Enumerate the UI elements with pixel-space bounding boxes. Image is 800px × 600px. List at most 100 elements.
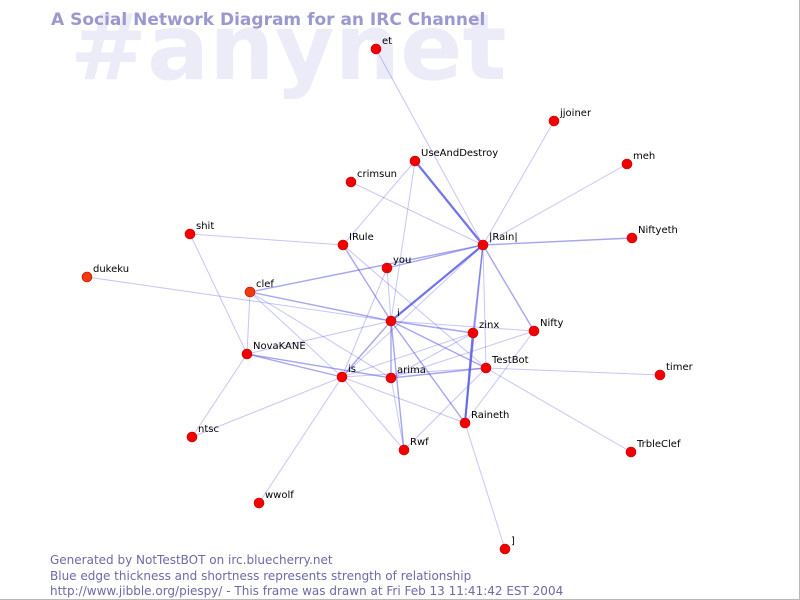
node-label: timer [666,362,694,373]
node-label: et [382,36,392,47]
node-dot [385,372,397,384]
node-label: wwolf [265,490,294,501]
node-meh: meh [621,151,655,170]
node-TrbleClef: TrbleClef [625,439,681,458]
node-TestBot: TestBot [480,355,529,374]
node-is: is [336,364,356,383]
edge-Nifty-arima [390,330,535,379]
node-dot [459,417,471,429]
node-label: meh [633,151,655,162]
edge-Raineth-bracket [464,422,506,550]
node-dot [336,371,348,383]
edge-shit-IRule [189,233,344,246]
edge-is-Rwf [341,376,405,451]
edge-NovaKANE-arima [246,353,392,379]
node-label: TestBot [491,355,529,366]
edge-i-is [341,320,392,378]
node-label: arima [397,365,426,376]
edge-shit-NovaKANE [189,233,248,355]
edge-UseAndDestroy-i [390,160,416,322]
node-label: NovaKANE [253,341,306,352]
node-label: Niftyeth [638,225,678,236]
edge-i-NovaKANE [246,320,392,355]
node-dot [467,327,479,339]
node-dot [548,115,560,127]
edge-TestBot-timer [485,367,661,376]
edge-clef-i [249,291,392,322]
footer-legend-note: Blue edge thickness and shortness repres… [50,569,472,583]
edge-meh-Rain [482,163,628,246]
node-dot [81,271,93,283]
node-dot [477,239,489,251]
edge-IRule-TestBot [342,244,487,369]
node-timer: timer [654,362,694,381]
node-label: crimsun [357,169,397,180]
edge-clef-NovaKANE [246,291,251,355]
edge-et-Rain [375,48,484,246]
edge-crimsun-Rain [350,181,484,246]
edge-TestBot-Rwf [403,367,487,451]
node-IRule: IRule [337,232,374,251]
node-arima: arima [385,365,426,384]
edge-i-zinx [390,320,474,334]
node-label: is [348,364,356,375]
node-dot [385,315,397,327]
node-you: you [381,255,411,274]
edge-zinx-arima [390,332,474,379]
node-zinx: zinx [467,320,499,339]
edge-layer [86,48,661,550]
edge-Niftyeth-Rain [482,237,633,246]
node-Rwf: Rwf [398,437,429,456]
edge-arima-Rwf [390,377,405,451]
node-Rain: |Rain| [477,232,518,251]
edge-Rain-Nifty [482,244,535,332]
edge-arima-TestBot [390,367,487,379]
node-dot [241,348,253,360]
edge-is-TestBot [341,367,487,378]
node-label: IRule [349,232,374,243]
node-dot [409,155,421,167]
diagram-title: A Social Network Diagram for an IRC Chan… [51,10,486,30]
edge-dukeku-i [86,276,392,322]
node-dot [337,239,349,251]
edge-zinx-Raineth [463,332,475,424]
node-label: Rwf [410,437,429,448]
node-Niftyeth: Niftyeth [626,225,678,244]
footer-url-timestamp: http://www.jibble.org/piespy/ - This fra… [50,584,564,598]
edge-NovaKANE-ntsc [191,353,248,438]
node-dot [654,369,666,381]
node-clef: clef [244,279,274,298]
node-dot [186,431,198,443]
node-label: Raineth [471,410,509,421]
node-label: clef [256,279,274,290]
node-label: you [393,255,411,266]
edge-Rain-TestBot [482,244,487,369]
node-wwolf: wwolf [253,490,294,509]
edge-Nifty-Raineth [464,330,535,424]
edge-i-Nifty [390,320,535,332]
node-shit: shit [184,221,214,240]
node-dot [398,444,410,456]
node-label: shit [196,221,214,232]
node-Nifty: Nifty [528,318,564,337]
node-label: jjoiner [559,108,592,119]
node-dot [244,286,256,298]
node-dot [345,176,357,188]
node-et: et [370,36,392,55]
node-dot [184,228,196,240]
edge-TestBot-TrbleClef [485,367,632,453]
edge-clef-arima [249,291,392,379]
node-dot [625,446,637,458]
edge-NovaKANE-is [246,353,343,378]
edge-is-ntsc [191,376,343,438]
edge-Rain-is [341,244,484,378]
node-label: Nifty [540,318,564,329]
node-label: |Rain| [489,232,518,243]
node-ntsc: ntsc [186,424,219,443]
edge-i-Raineth [390,320,466,424]
edge-you-is [341,267,388,378]
edge-Rain-clef [249,244,484,293]
node-Raineth: Raineth [459,410,509,429]
